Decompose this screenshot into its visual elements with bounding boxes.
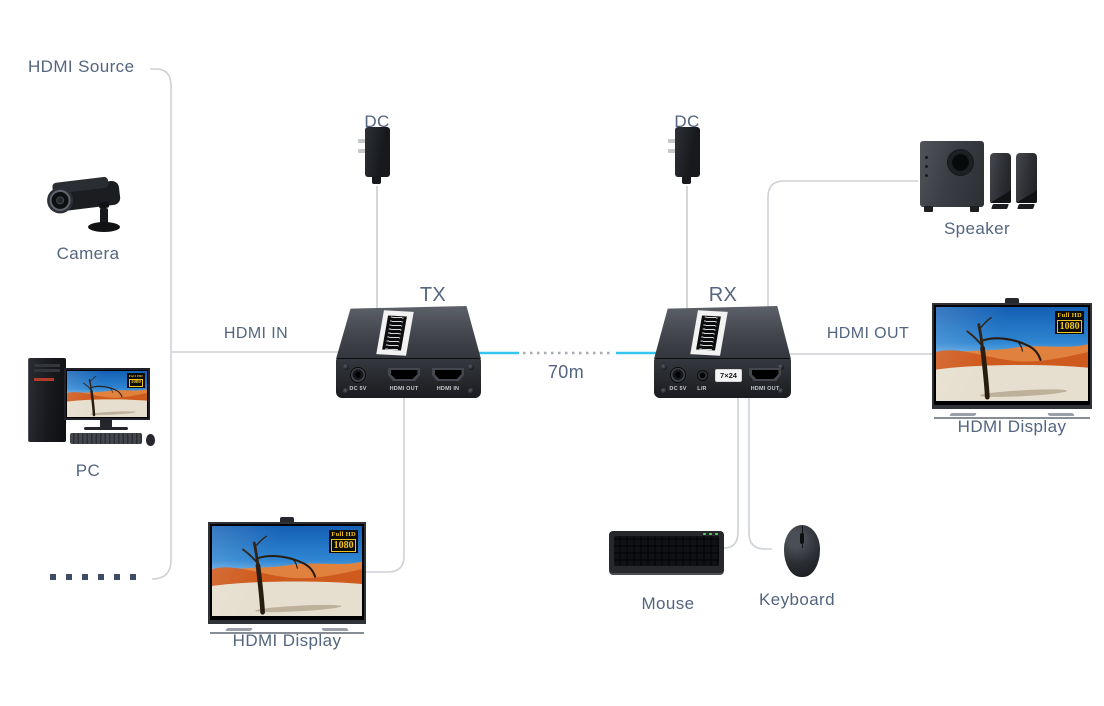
rx-audio-jack: [697, 370, 708, 381]
tx-hdmi-in-port: [432, 368, 464, 381]
speaker-label: Speaker: [943, 219, 1011, 238]
rx-7x24-port: 7×24: [715, 369, 742, 382]
pc-device: Full HD 1080: [24, 352, 156, 452]
tx-extender-top: [336, 306, 481, 359]
rx-extender-device: DC 5V L/R 7×24 HDMI OUT: [654, 306, 791, 398]
rx-hdmi-out-port: [749, 368, 781, 381]
pc-mouse: [146, 434, 155, 446]
rx-port-label-dc5v: DC 5V: [669, 386, 687, 392]
display-right-label: HDMI Display: [957, 417, 1067, 436]
tx-port-label-hdmi-in: HDMI IN: [436, 386, 460, 392]
rx-extender-top: [654, 306, 791, 359]
hdmi-display-bottom: Full HD 1080: [208, 517, 366, 634]
rx-port-label-lr: L/R: [697, 386, 707, 392]
tx-dc-label: DC: [364, 112, 390, 131]
camera-icon: [47, 176, 121, 232]
tx-label: TX: [419, 284, 447, 306]
rx-dc-label: DC: [674, 112, 700, 131]
pc-monitor: Full HD 1080: [64, 368, 150, 420]
camera-label: Camera: [56, 244, 120, 263]
pc-label: PC: [75, 461, 101, 480]
satellite-speaker-left: [990, 153, 1011, 203]
rx-power-adapter: [668, 127, 701, 187]
tx-port-label-dc5v: DC 5V: [349, 386, 367, 392]
pc-fullhd-badge: Full HD 1080: [126, 373, 145, 388]
pc-keyboard: [70, 433, 142, 444]
rx-port-label-hdmi-out: HDMI OUT: [750, 386, 780, 392]
tx-display-line: [366, 396, 405, 573]
satellite-speaker-right: [1016, 153, 1037, 203]
tx-extender-front: DC 5V HDMI OUT HDMI IN: [336, 358, 481, 398]
tx-dc-jack: [350, 367, 366, 383]
tx-extender-device: DC 5V HDMI OUT HDMI IN: [336, 306, 481, 398]
more-sources-dots: [50, 574, 136, 580]
display-bottom-label: HDMI Display: [232, 631, 342, 650]
rx-extender-front: DC 5V L/R 7×24 HDMI OUT: [654, 358, 791, 398]
fullhd-badge-bottom: Full HD 1080: [329, 530, 358, 553]
fullhd-badge-right: Full HD 1080: [1055, 311, 1084, 334]
keyboard-device: [609, 531, 724, 573]
hdmi-out-label: HDMI OUT: [826, 325, 910, 342]
speaker-line: [767, 180, 918, 314]
rx-dc-jack: [670, 367, 686, 383]
rx-keyboard-line: [723, 396, 739, 549]
subwoofer: [920, 141, 984, 207]
hdmi-display-right: Full HD 1080: [932, 298, 1092, 419]
tx-power-adapter: [358, 127, 391, 187]
rx-label: RX: [708, 284, 738, 306]
keyboard-area-label: Mouse: [641, 594, 695, 613]
rx-mouse-line: [748, 396, 772, 550]
hdmi-source-label: HDMI Source: [28, 57, 135, 76]
speaker-device: [918, 138, 1040, 214]
mouse-device: [784, 525, 820, 577]
mouse-area-label: Keyboard: [759, 590, 835, 609]
distance-label: 70m: [547, 362, 585, 382]
tx-port-label-hdmi-out: HDMI OUT: [389, 386, 419, 392]
source-bracket-line: [150, 68, 172, 580]
pc-tower: [28, 358, 66, 442]
hdmi-in-label: HDMI IN: [223, 325, 289, 342]
tx-hdmi-out-port: [388, 368, 420, 381]
